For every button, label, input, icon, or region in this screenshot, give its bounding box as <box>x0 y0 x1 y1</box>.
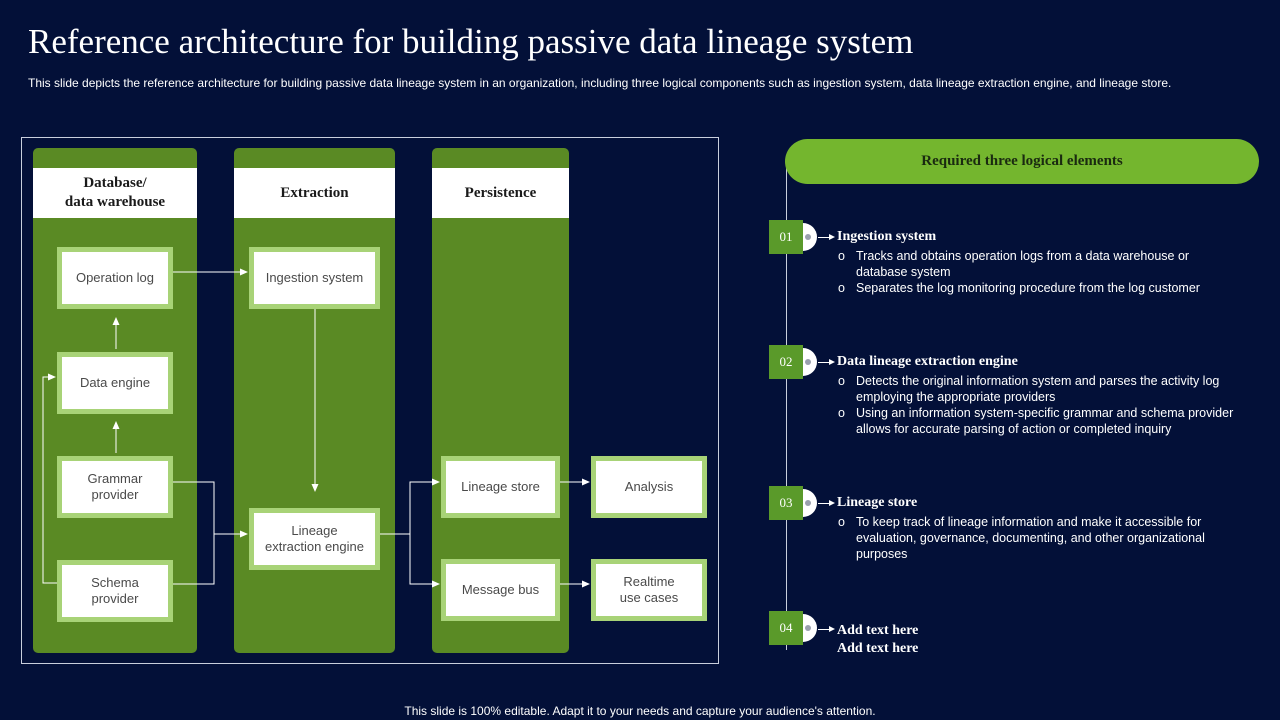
column-heading-database: Database/ data warehouse <box>33 168 197 218</box>
node-label: Schema provider <box>62 565 168 617</box>
arrow-extraction-to-message-bus <box>409 534 440 588</box>
node-label: Analysis <box>596 461 702 513</box>
diagram-frame <box>21 137 719 664</box>
node-label: Lineage extraction engine <box>254 513 375 565</box>
item-title: Ingestion system <box>837 229 937 244</box>
node-ingestion-system: Ingestion system <box>249 247 380 309</box>
connector-dot-icon <box>803 223 817 251</box>
item-number-badge: 01 <box>769 220 803 254</box>
bullet: Detects the original information system … <box>837 373 1249 405</box>
node-label: Data engine <box>62 357 168 409</box>
node-label: Message bus <box>446 564 555 616</box>
page-subtitle: This slide depicts the reference archite… <box>28 76 1172 90</box>
column-heading-extraction: Extraction <box>234 168 395 218</box>
elements-header: Required three logical elements <box>785 139 1259 184</box>
node-schema-provider: Schema provider <box>57 560 173 622</box>
arrow-schema-to-data-engine <box>42 373 57 584</box>
node-operation-log: Operation log <box>57 247 173 309</box>
node-label: Grammar provider <box>62 461 168 513</box>
arrow-right-icon <box>818 234 835 240</box>
item-bullets: Tracks and obtains operation logs from a… <box>837 248 1227 296</box>
arrow-right-icon <box>818 626 835 632</box>
item-number-badge: 04 <box>769 611 803 645</box>
item-number-badge: 03 <box>769 486 803 520</box>
connector-dot-icon <box>803 489 817 517</box>
timeline-line <box>786 160 787 650</box>
arrow-right-icon <box>818 500 835 506</box>
node-label: Operation log <box>62 252 168 304</box>
connector-schema-to-extraction <box>173 534 215 585</box>
item-bullets: To keep track of lineage information and… <box>837 514 1229 562</box>
node-label: Realtime use cases <box>596 564 702 616</box>
node-lineage-store: Lineage store <box>441 456 560 518</box>
connector-dot-icon <box>803 348 817 376</box>
node-realtime-use-cases: Realtime use cases <box>591 559 707 621</box>
column-heading-persistence: Persistence <box>432 168 569 218</box>
item-title: Add text here Add text here <box>837 623 919 656</box>
item-title: Data lineage extraction engine <box>837 354 1018 369</box>
connector-grammar-to-extraction <box>173 481 215 534</box>
node-label: Ingestion system <box>254 252 375 304</box>
bullet: To keep track of lineage information and… <box>837 514 1229 562</box>
arrow-extraction-to-lineage-store <box>409 478 440 534</box>
arrow-right-icon <box>818 359 835 365</box>
bullet: Using an information system-specific gra… <box>837 405 1249 437</box>
node-label: Lineage store <box>446 461 555 513</box>
node-analysis: Analysis <box>591 456 707 518</box>
node-grammar-provider: Grammar provider <box>57 456 173 518</box>
node-lineage-extraction-engine: Lineage extraction engine <box>249 508 380 570</box>
node-message-bus: Message bus <box>441 559 560 621</box>
item-number-badge: 02 <box>769 345 803 379</box>
node-data-engine: Data engine <box>57 352 173 414</box>
page-title: Reference architecture for building pass… <box>28 22 914 61</box>
footer-note: This slide is 100% editable. Adapt it to… <box>404 704 876 718</box>
bullet: Separates the log monitoring procedure f… <box>837 280 1227 296</box>
item-title: Lineage store <box>837 495 918 510</box>
connector-dot-icon <box>803 614 817 642</box>
bullet: Tracks and obtains operation logs from a… <box>837 248 1227 280</box>
item-bullets: Detects the original information system … <box>837 373 1249 437</box>
